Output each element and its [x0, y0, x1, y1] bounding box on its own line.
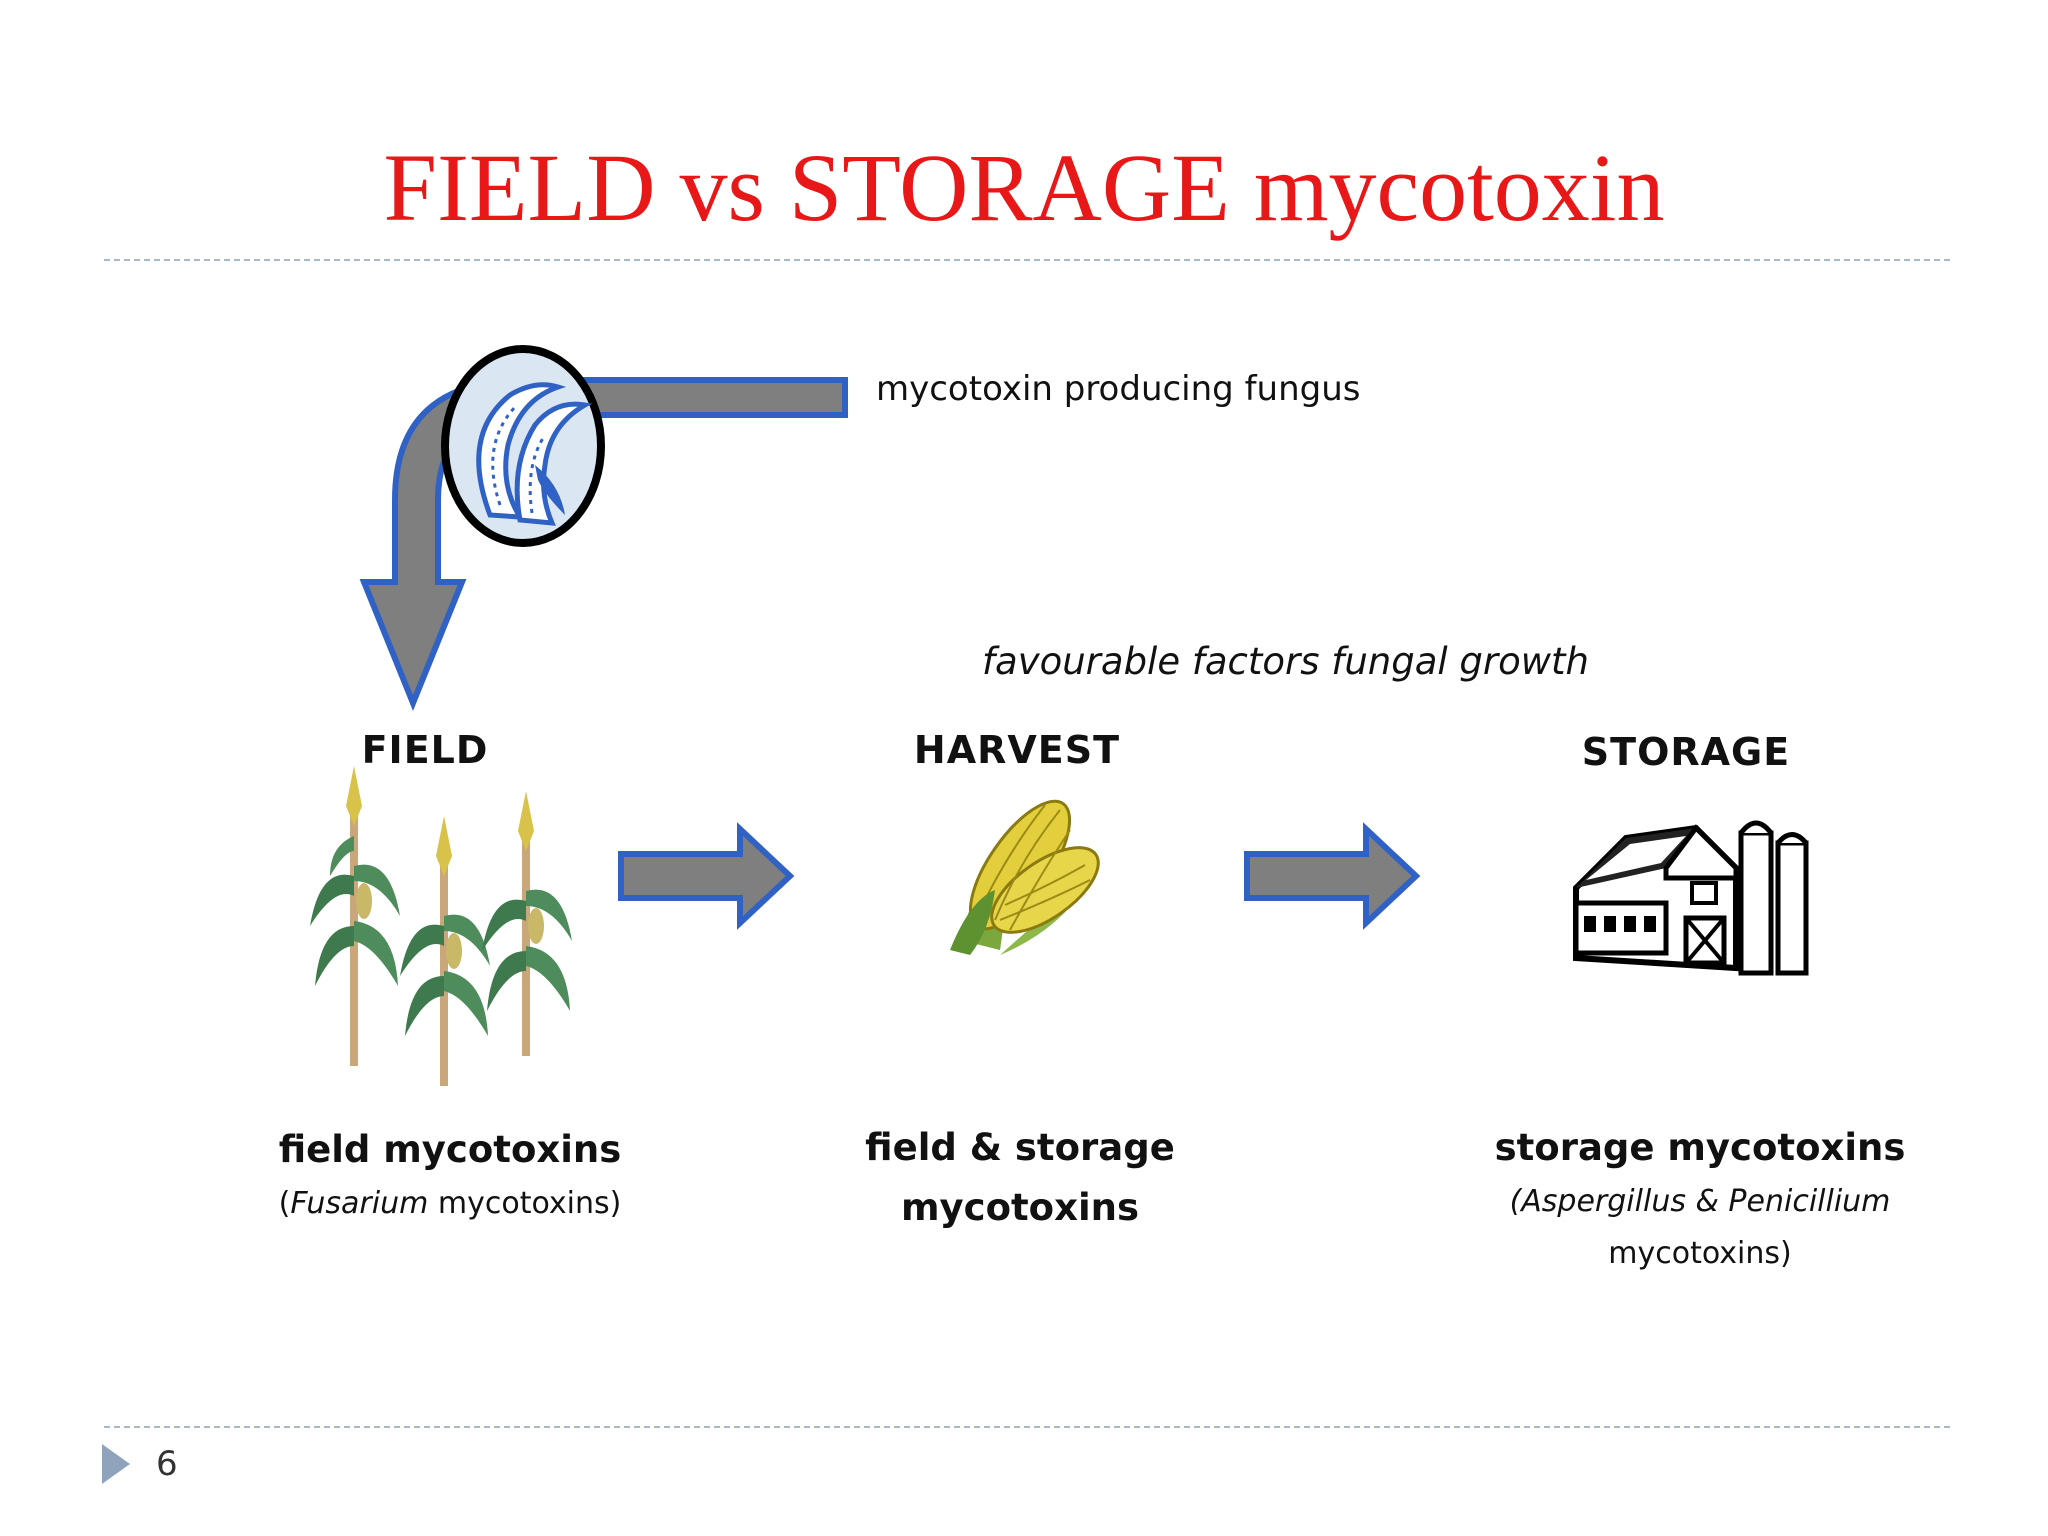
slide-title: FIELD vs STORAGE mycotoxin	[383, 134, 1665, 241]
corn-plants-icon	[310, 756, 580, 1086]
stage-label-harvest: HARVEST	[913, 728, 1121, 772]
stage-label-field: FIELD	[361, 728, 489, 772]
storage-subcaption-line2: mycotoxins)	[1608, 1236, 1792, 1271]
storage-caption: storage mycotoxins	[1494, 1126, 1906, 1169]
storage-subcaption-line1: (Aspergillus & Penicillium	[1509, 1184, 1891, 1219]
fungus-spore-icon	[440, 345, 606, 547]
page-marker-icon	[102, 1444, 132, 1484]
fungus-label: mycotoxin producing fungus	[876, 369, 1361, 409]
field-subcaption-rest: mycotoxins)	[428, 1186, 622, 1221]
page-number: 6	[156, 1444, 178, 1484]
stage-label-storage: STORAGE	[1581, 730, 1791, 774]
barn-icon	[1566, 808, 1826, 978]
field-subcaption-open: (	[278, 1186, 291, 1221]
harvest-caption-line1: field & storage	[865, 1126, 1175, 1169]
corn-cob-icon	[940, 780, 1108, 960]
bottom-divider	[104, 1426, 1950, 1428]
top-divider	[104, 259, 1950, 261]
field-subcaption-genus: Fusarium	[290, 1186, 429, 1221]
field-subcaption: (Fusarium mycotoxins)	[240, 1186, 660, 1221]
arrow-field-to-harvest	[618, 822, 795, 930]
harvest-caption-line2: mycotoxins	[900, 1186, 1140, 1229]
arrow-harvest-to-storage	[1244, 822, 1421, 930]
factors-label: favourable factors fungal growth	[982, 640, 1589, 683]
field-caption: field mycotoxins	[278, 1128, 622, 1171]
